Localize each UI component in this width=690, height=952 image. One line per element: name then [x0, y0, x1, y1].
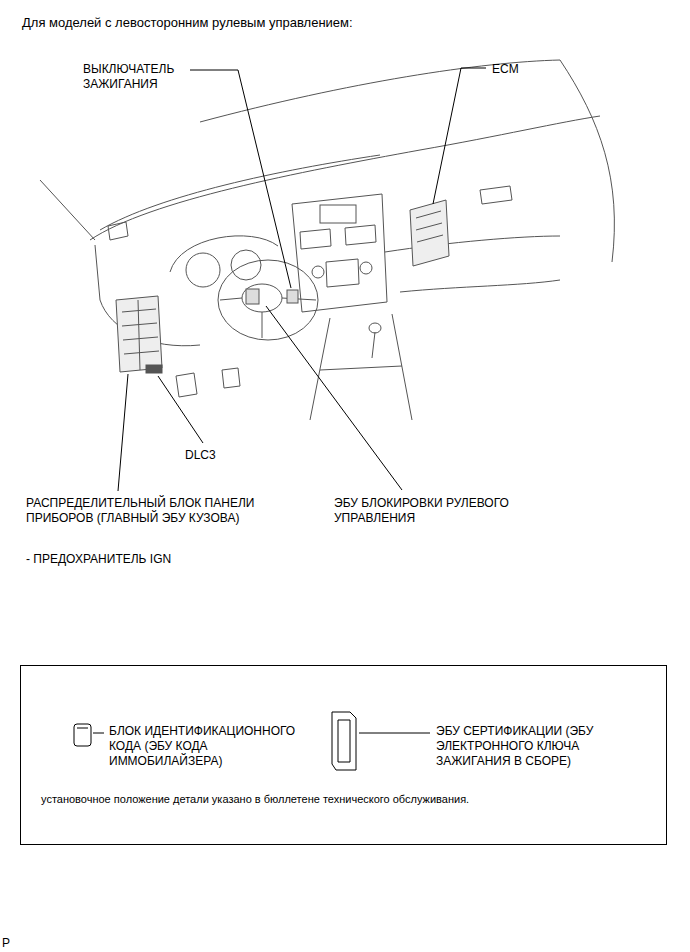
- callout-label: РАСПРЕДЕЛИТЕЛЬНЫЙ БЛОК ПАНЕЛИ ПРИБОРОВ (…: [26, 496, 316, 526]
- part-label: БЛОК ИДЕНТИФИКАЦИОННОГО КОДА (ЭБУ КОДА И…: [109, 724, 324, 769]
- note-text: установочное положение детали указано в …: [41, 792, 641, 807]
- note-frame: БЛОК ИДЕНТИФИКАЦИОННОГО КОДА (ЭБУ КОДА И…: [20, 665, 667, 845]
- page-title: Для моделей с левосторонним рулевым упра…: [22, 15, 353, 31]
- callout-label: P: [2, 936, 10, 951]
- callout-label: DLC3: [185, 448, 216, 463]
- callout-label: ECM: [492, 62, 519, 77]
- callout-label: ЭБУ БЛОКИРОВКИ РУЛЕВОГО УПРАВЛЕНИЯ: [334, 496, 564, 526]
- part-label: ЭБУ СЕРТИФИКАЦИИ (ЭБУ ЭЛЕКТРОННОГО КЛЮЧА…: [436, 724, 646, 769]
- callout-label: ВЫКЛЮЧАТЕЛЬ ЗАЖИГАНИЯ: [83, 62, 203, 92]
- callout-label: - ПРЕДОХРАНИТЕЛЬ IGN: [26, 552, 171, 567]
